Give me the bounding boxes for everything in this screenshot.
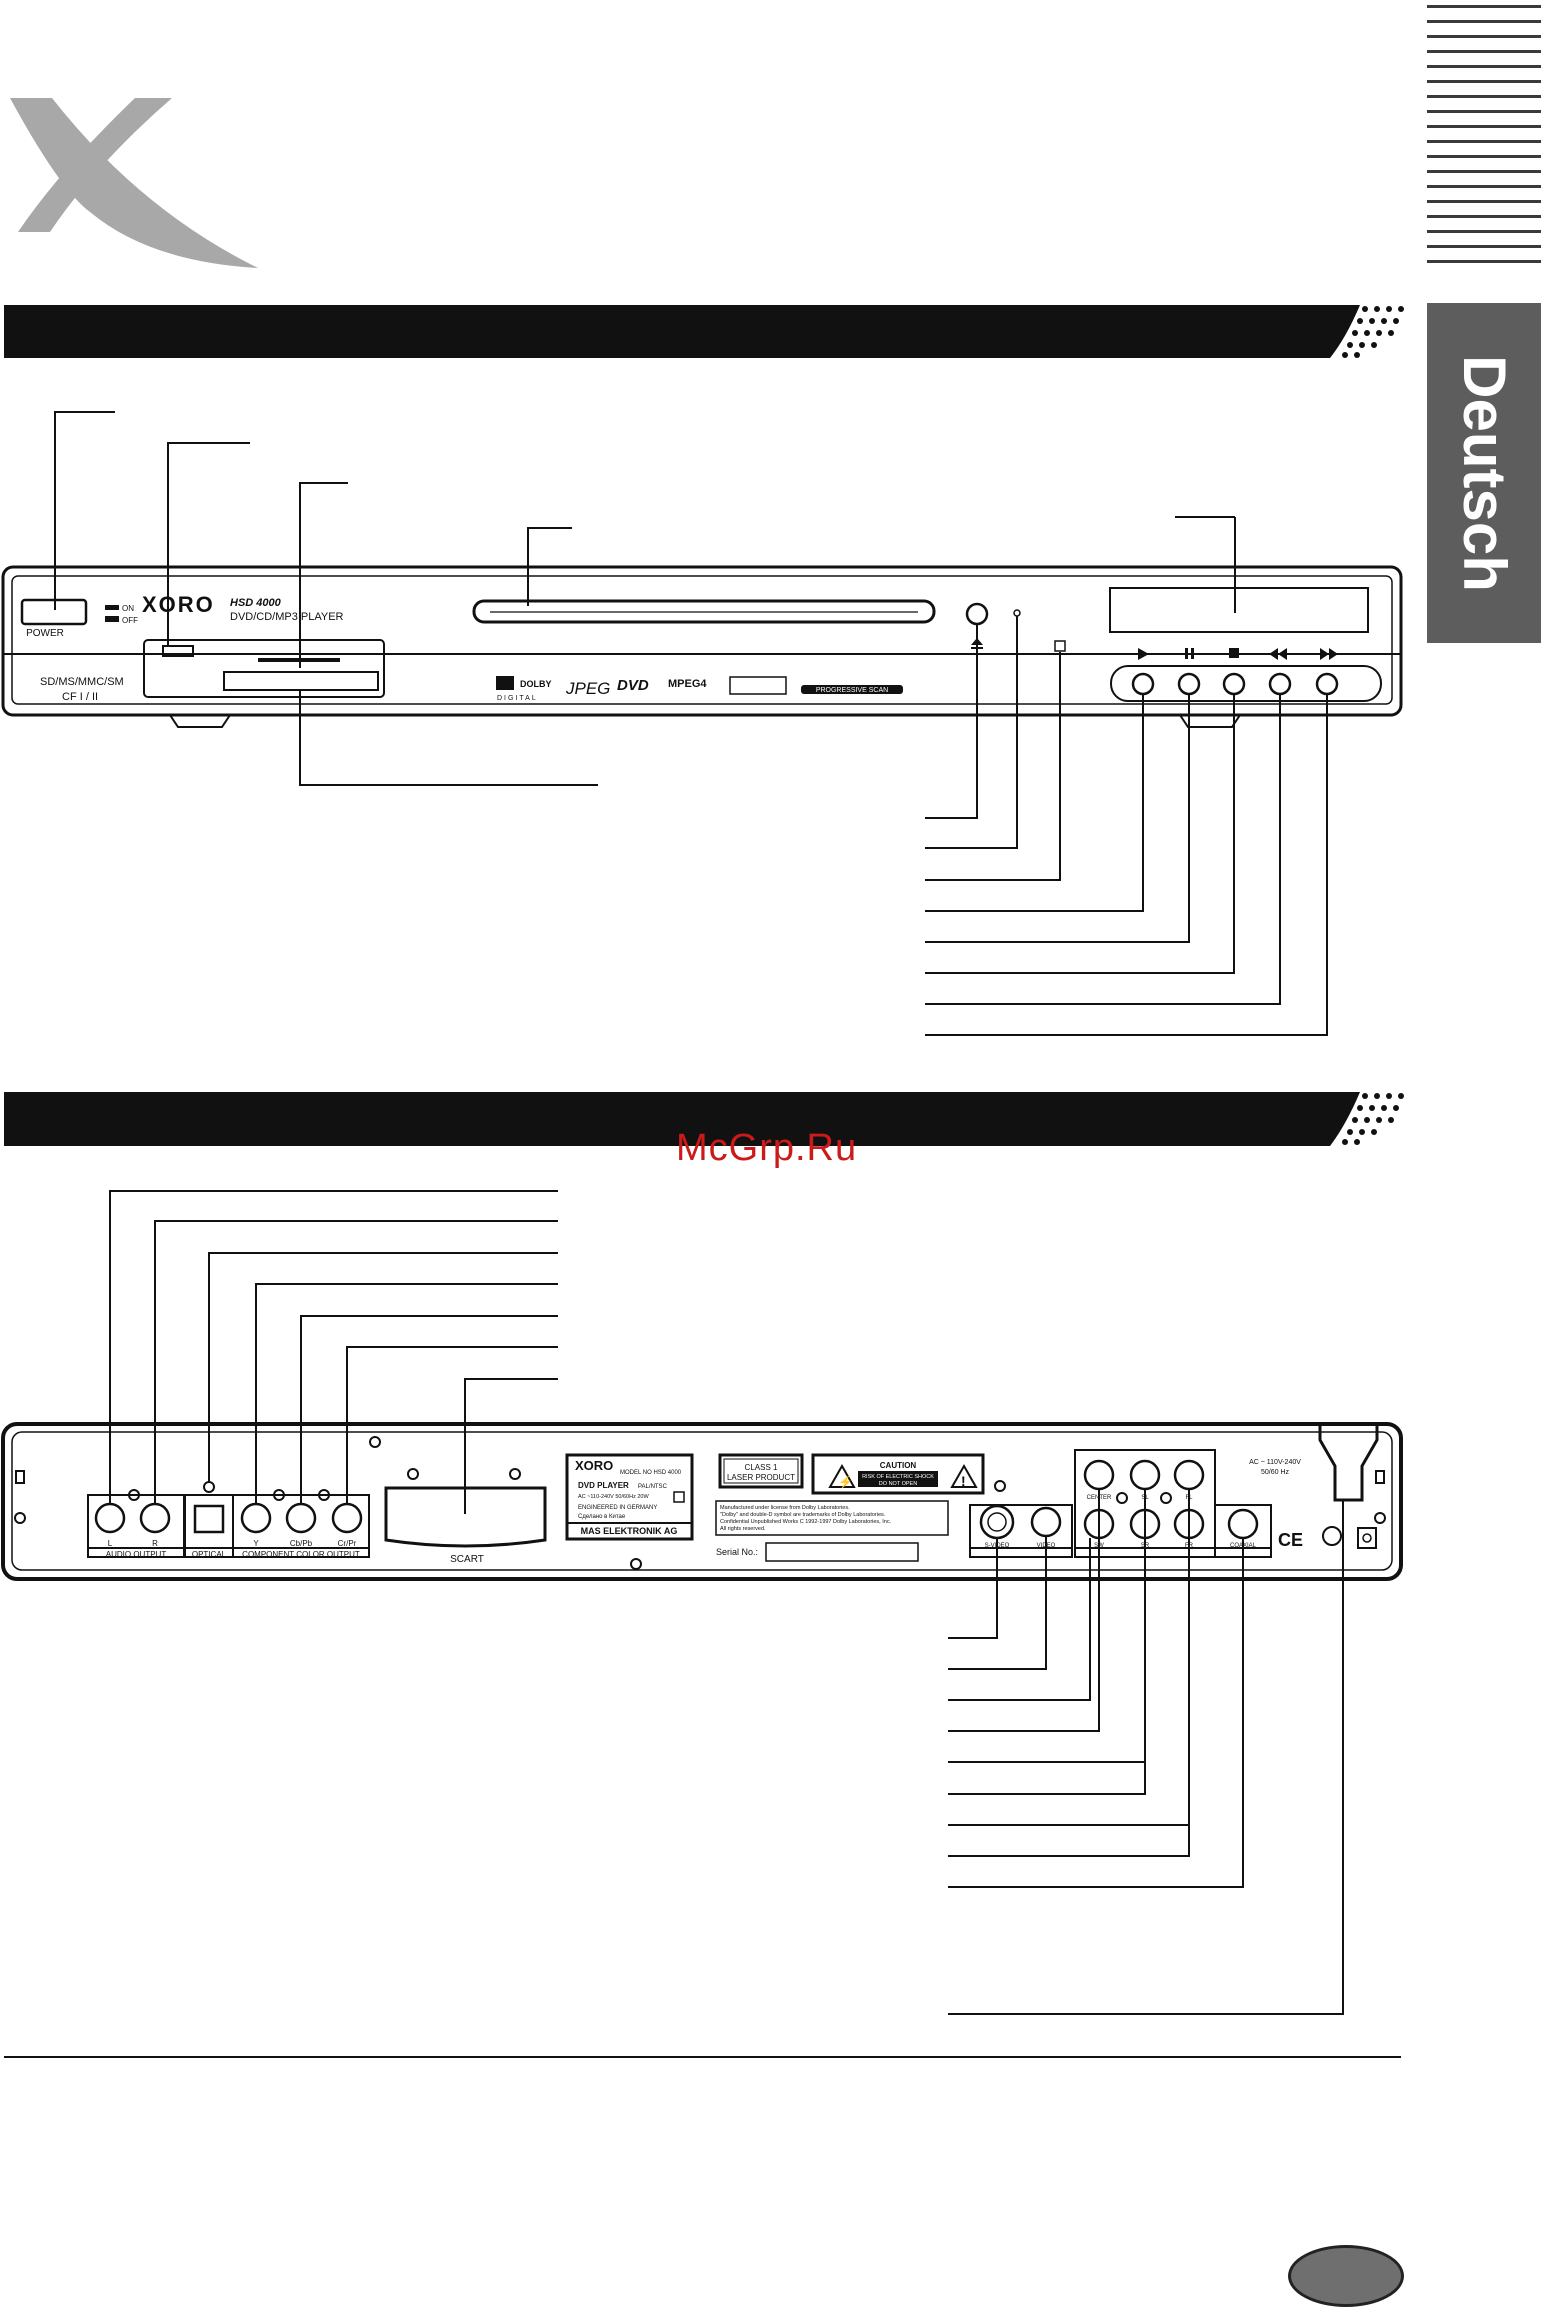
rating-company: MAS ELEKTRONIK AG [581,1526,678,1536]
watermark: McGrp.Ru [676,1127,858,1169]
caution-line1: RISK OF ELECTRIC SHOCK [862,1474,934,1480]
logo-dolby: DOLBY [520,679,552,689]
svg-text:CE: CE [1278,1530,1303,1550]
back-comp-cr: Cr/Pr [338,1539,357,1548]
rating-power: AC ~110-240V 50/60Hz 20W [578,1494,649,1500]
logo-mpeg4: MPEG4 [668,678,707,690]
language-tab [1427,303,1541,643]
ce-mark-icon: CE [1278,1530,1303,1550]
front-subtitle: DVD/CD/MP3 PLAYER [230,611,344,623]
svg-text:!: ! [961,1473,966,1489]
laser-line1: CLASS 1 [745,1463,778,1472]
warning-triangle-icon: ⚡ ! [838,1473,966,1489]
dolby-line4: All rights reserved. [720,1526,766,1532]
page-number-badge [1288,2245,1404,2307]
rating-system: PAL/NTSC [638,1484,668,1490]
rating-model: MODEL NO HSD 4000 [620,1470,682,1476]
front-on-label: ON [122,604,134,613]
power-off-icon [105,616,119,622]
rewind-icon [1269,648,1287,660]
logo-jpeg: JPEG [565,679,610,698]
fast-forward-icon [1320,648,1338,660]
rating-product: DVD PLAYER [578,1481,629,1490]
back-audio-l: L [108,1539,113,1548]
back-panel-drawing [1,1422,1403,1581]
back-audio-output-label: AUDIO OUTPUT [106,1550,167,1559]
front-panel-drawing [1,565,1403,728]
front-power-label: POWER [26,628,64,639]
front-card-types: SD/MS/MMC/SM [40,676,124,688]
stop-icon [1229,648,1239,658]
front-off-label: OFF [122,616,138,625]
dolby-line2: "Dolby" and double-D symbol are trademar… [720,1512,886,1518]
mains-line2: 50/60 Hz [1261,1469,1290,1476]
svg-text:⚡: ⚡ [838,1475,853,1489]
logo-progressive-scan: PROGRESSIVE SCAN [816,687,888,694]
front-brand: XORO [142,592,215,617]
mains-line1: AC ~ 110V-240V [1249,1459,1301,1466]
caution-title: CAUTION [880,1461,917,1470]
back-audio-r: R [152,1539,158,1548]
rating-made: Сделано в Китае [578,1514,626,1520]
back-optical-label: OPTICAL [192,1550,227,1559]
front-section-bar [4,305,1404,358]
logo-digital: DIGITAL [497,695,538,702]
back-leader-lines [109,1190,1344,2015]
rating-engineered: ENGINEERED IN GERMANY [578,1505,657,1511]
back-comp-cb: Cb/Pb [290,1539,313,1548]
logo-dvd: DVD [617,677,649,694]
front-cf-label: CF I / II [62,691,98,703]
brand-x-logo [10,98,258,268]
rating-brand: XORO [575,1458,613,1473]
dolby-line3: Confidential Unpublished Works C 1992-19… [720,1519,892,1525]
laser-line2: LASER PRODUCT [727,1473,795,1482]
caution-line2: DO NOT OPEN [879,1481,917,1487]
serial-label: Serial No.: [716,1547,758,1557]
back-scart-label: SCART [450,1554,484,1565]
dolby-line1: Manufactured under license from Dolby La… [720,1505,850,1511]
back-comp-y: Y [253,1539,259,1548]
back-component-label: COMPONENT COLOR OUTPUT [242,1550,360,1559]
power-on-icon [105,605,119,610]
front-model: HSD 4000 [230,597,282,609]
play-icon [1138,648,1149,660]
back-section-bar [4,1092,1404,1146]
front-leader-lines [54,411,1328,1036]
pause-icon [1185,648,1194,659]
front-logos: DOLBY DIGITAL JPEG DVD MPEG4 PROGRESSIVE… [496,676,903,702]
